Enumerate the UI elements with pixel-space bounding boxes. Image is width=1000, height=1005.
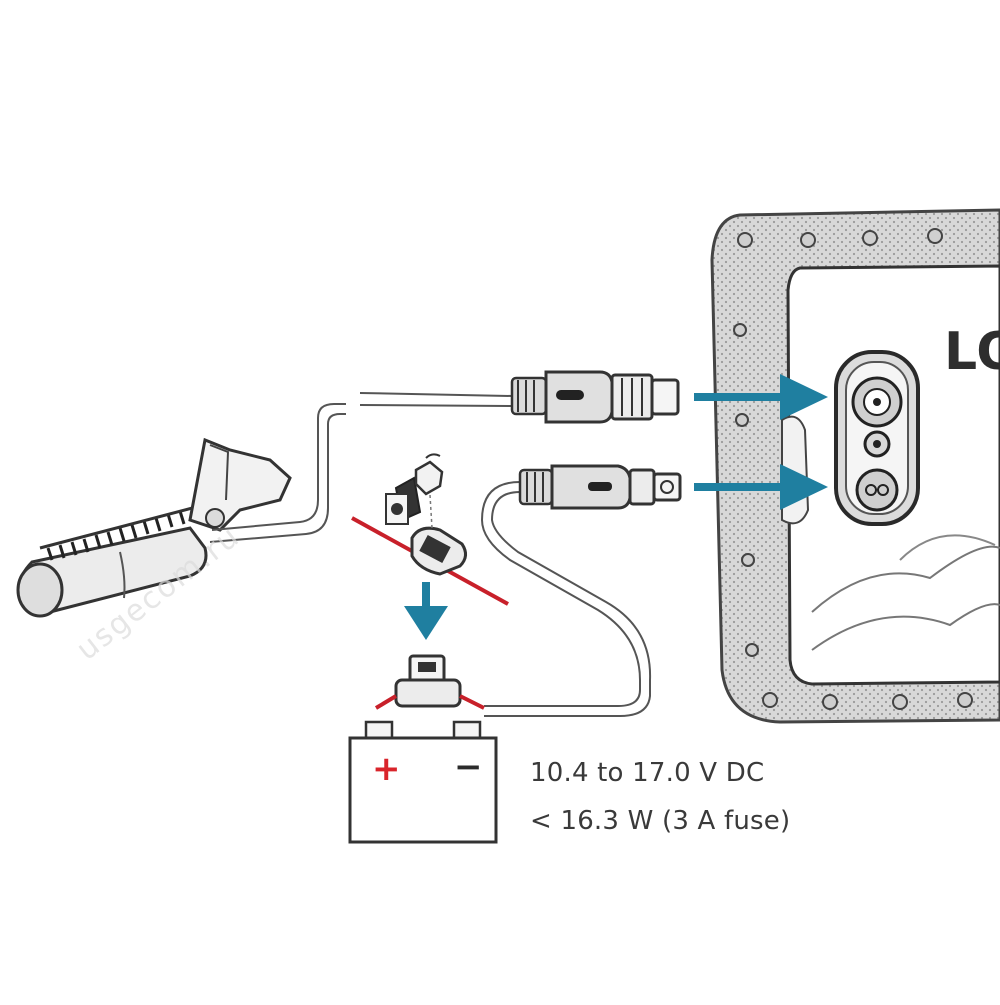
fuse-holder-assembly bbox=[351, 453, 509, 606]
power-connector bbox=[518, 464, 682, 510]
display-unit bbox=[710, 208, 1000, 724]
arrow-down-to-fuse bbox=[404, 582, 448, 640]
connector-panel bbox=[834, 350, 920, 526]
power-cable bbox=[480, 481, 652, 717]
transducer bbox=[16, 437, 292, 618]
power-port-icon bbox=[851, 376, 903, 428]
display-brand-logo: LO bbox=[944, 322, 1000, 382]
battery-positive-label: + bbox=[372, 749, 401, 789]
transducer-port-icon bbox=[863, 430, 891, 458]
transducer-connector bbox=[510, 370, 680, 424]
battery bbox=[348, 720, 498, 844]
battery-negative-label: − bbox=[454, 747, 483, 787]
transducer-cable bbox=[209, 392, 513, 543]
bolt-icon bbox=[733, 228, 973, 710]
voltage-spec: 10.4 to 17.0 V DC bbox=[530, 758, 765, 788]
inline-fuse bbox=[374, 654, 485, 710]
arrow-to-transducer-port bbox=[694, 464, 828, 510]
arrow-to-power-port bbox=[694, 374, 828, 420]
ethernet-port-icon bbox=[855, 468, 899, 512]
power-spec: < 16.3 W (3 A fuse) bbox=[530, 806, 791, 836]
